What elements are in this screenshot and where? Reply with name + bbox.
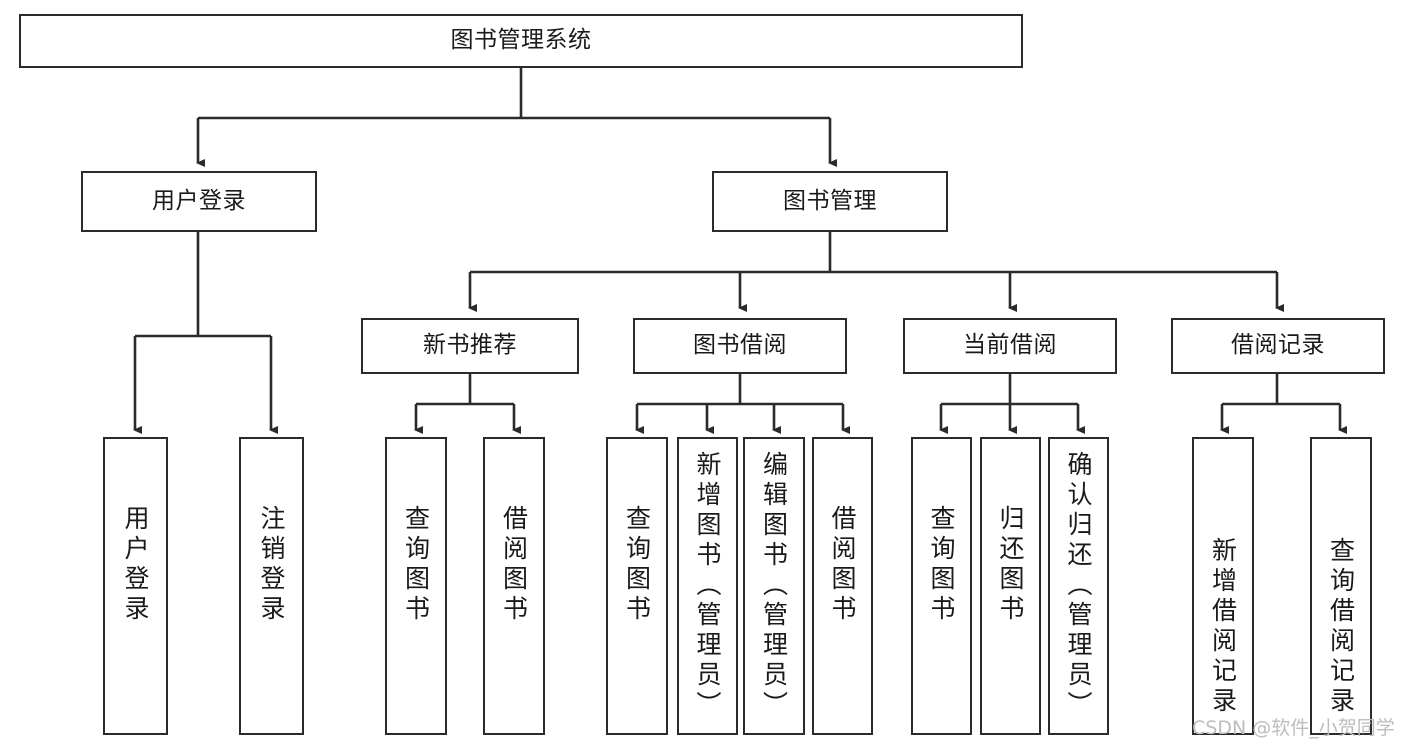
node-leaf-query-book-3-label: 查询图书 — [927, 505, 956, 625]
node-user-login[interactable]: 用户登录 — [81, 171, 317, 232]
node-book-manage[interactable]: 图书管理 — [712, 171, 948, 232]
node-leaf-add-book[interactable]: 新增图书（管理员） — [677, 437, 738, 735]
node-leaf-add-record[interactable]: 新增借阅记录 — [1192, 437, 1254, 735]
node-root[interactable]: 图书管理系统 — [19, 14, 1023, 68]
node-current-borrow[interactable]: 当前借阅 — [903, 318, 1117, 374]
node-book-borrow[interactable]: 图书借阅 — [633, 318, 847, 374]
node-leaf-query-record[interactable]: 查询借阅记录 — [1310, 437, 1372, 735]
csdn-watermark: CSDN @软件_小贺同学 — [1192, 717, 1395, 739]
node-user-login-label: 用户登录 — [152, 187, 246, 214]
node-leaf-edit-book-label: 编辑图书（管理员） — [759, 451, 789, 721]
node-leaf-query-book-2-label: 查询图书 — [622, 505, 652, 625]
node-current-borrow-label: 当前借阅 — [963, 332, 1057, 359]
node-leaf-user-login-label: 用户登录 — [121, 505, 150, 625]
node-new-book-rec[interactable]: 新书推荐 — [361, 318, 579, 374]
node-leaf-query-record-label: 查询借阅记录 — [1326, 537, 1356, 717]
node-leaf-return-book-label: 归还图书 — [996, 505, 1025, 625]
node-leaf-confirm-return-label: 确认归还（管理员） — [1064, 451, 1093, 721]
node-leaf-borrow-book-1-label: 借阅图书 — [499, 505, 529, 625]
node-leaf-query-book-2[interactable]: 查询图书 — [606, 437, 668, 735]
node-new-book-rec-label: 新书推荐 — [423, 332, 517, 359]
node-root-label: 图书管理系统 — [450, 27, 592, 54]
node-leaf-borrow-book-2[interactable]: 借阅图书 — [812, 437, 873, 735]
node-leaf-return-book[interactable]: 归还图书 — [980, 437, 1041, 735]
node-leaf-query-book-1[interactable]: 查询图书 — [385, 437, 447, 735]
node-leaf-add-book-label: 新增图书（管理员） — [693, 451, 722, 721]
node-leaf-query-book-1-label: 查询图书 — [401, 505, 431, 625]
node-borrow-record-label: 借阅记录 — [1231, 332, 1325, 359]
node-leaf-confirm-return[interactable]: 确认归还（管理员） — [1048, 437, 1109, 735]
node-leaf-edit-book[interactable]: 编辑图书（管理员） — [743, 437, 805, 735]
node-book-manage-label: 图书管理 — [783, 187, 877, 214]
node-leaf-add-record-label: 新增借阅记录 — [1208, 537, 1238, 717]
node-leaf-user-login[interactable]: 用户登录 — [103, 437, 168, 735]
node-leaf-query-book-3[interactable]: 查询图书 — [911, 437, 972, 735]
node-leaf-logout[interactable]: 注销登录 — [239, 437, 304, 735]
node-borrow-record[interactable]: 借阅记录 — [1171, 318, 1385, 374]
node-leaf-borrow-book-2-label: 借阅图书 — [828, 505, 857, 625]
node-leaf-logout-label: 注销登录 — [257, 505, 286, 625]
node-book-borrow-label: 图书借阅 — [693, 332, 787, 359]
node-leaf-borrow-book-1[interactable]: 借阅图书 — [483, 437, 545, 735]
